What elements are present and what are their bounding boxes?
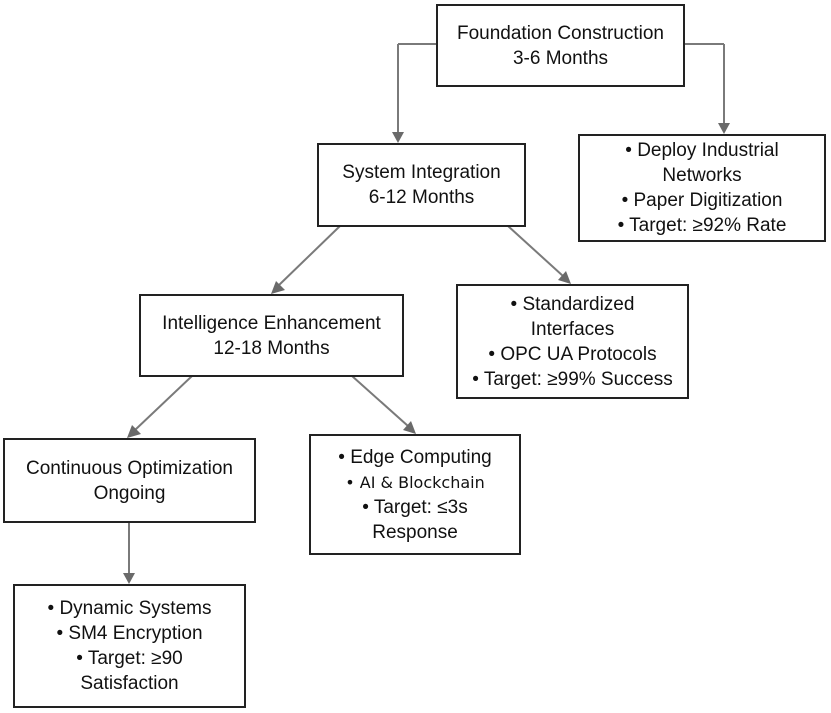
node-intelligence-details: • Edge Computing • AI & Blockchain • Tar… (309, 434, 521, 555)
node-duration: 6-12 Months (368, 187, 475, 208)
detail-line: • Target: ≥99% Success (472, 368, 673, 390)
connector-optimization-to-details (123, 522, 135, 584)
detail-line: Response (372, 521, 458, 543)
connector-integration-to-details (507, 225, 571, 284)
node-optimization-details: • Dynamic Systems • SM4 Encryption • Tar… (13, 584, 246, 708)
connector-foundation-to-details (683, 43, 730, 134)
node-duration: 12-18 Months (213, 337, 330, 359)
detail-line: • Standardized (510, 293, 635, 315)
detail-line: • Target: ≥90 (76, 648, 183, 669)
node-foundation-details: • Deploy Industrial Networks • Paper Dig… (578, 134, 826, 242)
detail-line: • AI & Blockchain (345, 472, 485, 492)
node-continuous-optimization: Continuous Optimization Ongoing (3, 438, 256, 523)
connector-foundation-to-integration (392, 43, 438, 143)
detail-line: • Paper Digitization (621, 190, 783, 211)
node-title: Foundation Construction (456, 22, 664, 44)
node-foundation-construction: Foundation Construction 3-6 Months (436, 4, 685, 87)
detail-line: Satisfaction (80, 673, 179, 694)
detail-line: • Deploy Industrial (625, 140, 779, 161)
detail-line: • Edge Computing (338, 446, 492, 468)
node-duration: 3-6 Months (512, 47, 609, 69)
node-system-integration: System Integration 6-12 Months (317, 143, 526, 227)
detail-line: Networks (662, 165, 742, 186)
connector-intelligence-to-details (351, 375, 416, 434)
connector-intelligence-to-optimization (127, 375, 193, 438)
node-integration-details: • Standardized Interfaces • OPC UA Proto… (456, 284, 689, 399)
node-intelligence-enhancement: Intelligence Enhancement 12-18 Months (139, 294, 404, 377)
detail-line: • Target: ≥92% Rate (617, 215, 787, 236)
node-title: Continuous Optimization (26, 457, 233, 479)
node-title: System Integration (342, 162, 501, 183)
detail-line: Interfaces (530, 318, 615, 340)
detail-line: • OPC UA Protocols (488, 343, 657, 365)
detail-line: • Target: ≤3s (362, 496, 468, 518)
detail-line: • SM4 Encryption (56, 623, 203, 644)
node-title: Intelligence Enhancement (162, 312, 381, 334)
detail-line: • Dynamic Systems (47, 598, 212, 619)
connector-integration-to-intelligence (271, 225, 341, 294)
node-duration: Ongoing (93, 482, 166, 504)
